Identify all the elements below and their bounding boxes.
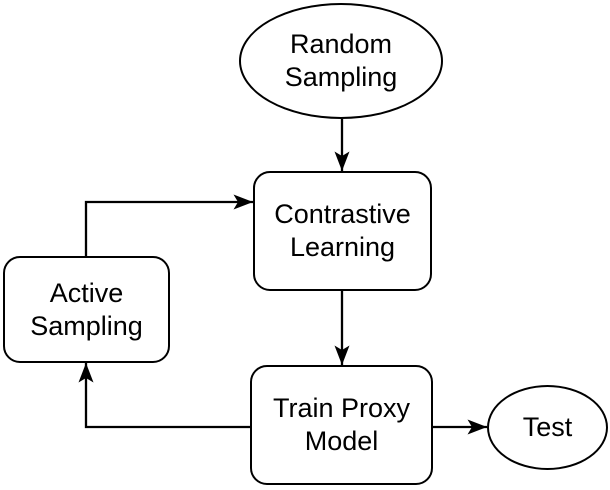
edge-train-proxy-model-to-active-sampling xyxy=(78,363,250,429)
node-test-label: Test xyxy=(522,412,573,442)
node-test: Test xyxy=(487,385,608,470)
edge-active-sampling-to-contrastive-learning xyxy=(84,194,253,256)
node-active-sampling: Active Sampling xyxy=(3,256,170,363)
node-random-sampling-label: Random Sampling xyxy=(284,29,398,92)
node-random-sampling: Random Sampling xyxy=(239,3,443,119)
node-train-proxy-model-label: Train Proxy Model xyxy=(272,393,411,456)
node-contrastive-learning-label: Contrastive Learning xyxy=(274,199,411,262)
node-train-proxy-model: Train Proxy Model xyxy=(250,365,433,485)
node-active-sampling-label: Active Sampling xyxy=(30,277,143,341)
node-contrastive-learning: Contrastive Learning xyxy=(253,171,432,291)
